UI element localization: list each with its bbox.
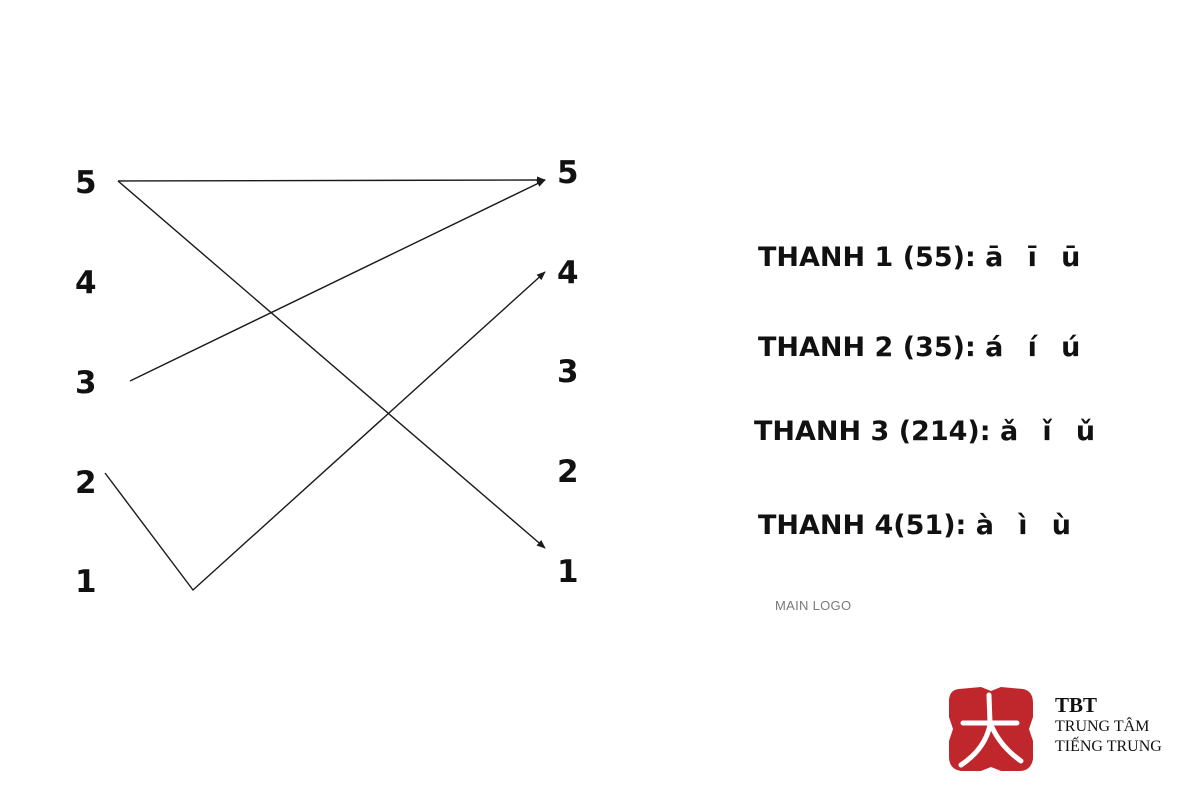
- brand-text: TBT TRUNG TÂM TIẾNG TRUNG: [1055, 693, 1162, 757]
- left-level-4: 4: [75, 265, 97, 301]
- tone-1-contour-arrow: [117, 176, 546, 184]
- right-level-5: 5: [557, 155, 579, 191]
- tone-2-contour-arrow: [129, 179, 546, 382]
- tone-row-1: THANH 1 (55): ā ī ū: [758, 244, 1080, 271]
- brand-name: TBT: [1055, 693, 1098, 717]
- brand-line-1: TRUNG TÂM: [1055, 718, 1150, 735]
- tone-4-contour-arrow: [117, 180, 546, 549]
- right-level-3: 3: [557, 354, 579, 390]
- tone-name: THANH 3 (214):: [754, 416, 991, 447]
- tone-name: THANH 1 (55):: [758, 242, 976, 273]
- tone-name: THANH 4(51):: [758, 510, 967, 541]
- tone-vowels: á í ú: [985, 332, 1081, 363]
- right-level-4: 4: [557, 255, 579, 291]
- left-level-3: 3: [75, 365, 97, 401]
- tone-vowels: à ì ù: [975, 510, 1071, 541]
- tone-row-3: THANH 3 (214): ǎ ǐ ǔ: [754, 418, 1095, 445]
- tone-row-4: THANH 4(51): à ì ù: [758, 512, 1071, 539]
- tone-row-2: THANH 2 (35): á í ú: [758, 334, 1080, 361]
- main-logo-caption: MAIN LOGO: [775, 598, 852, 613]
- right-level-2: 2: [557, 454, 579, 490]
- right-level-1: 1: [557, 554, 579, 590]
- tone-vowels: ǎ ǐ ǔ: [999, 416, 1096, 447]
- brand-logo: 大 TBT TRUNG TÂM TIẾNG TRUNG: [945, 683, 1185, 778]
- left-level-1: 1: [75, 564, 97, 600]
- seal-icon: 大: [949, 687, 1033, 771]
- left-level-2: 2: [75, 465, 97, 501]
- tone-vowels: ā ī ū: [985, 242, 1081, 273]
- brand-line-2: TIẾNG TRUNG: [1055, 738, 1162, 755]
- tone-3-contour-arrow: [104, 271, 546, 592]
- tone-name: THANH 2 (35):: [758, 332, 976, 363]
- left-level-5: 5: [75, 165, 97, 201]
